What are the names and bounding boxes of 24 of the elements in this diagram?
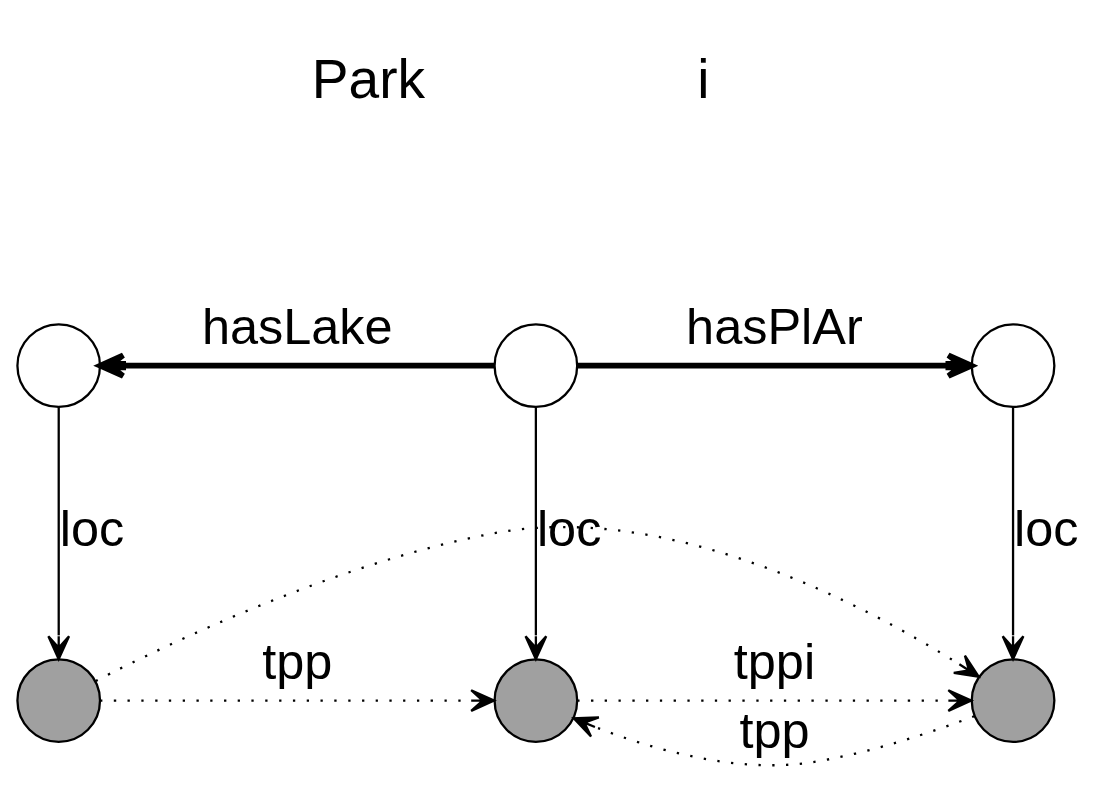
edge-label: hasPlAr	[686, 297, 863, 355]
arrow	[577, 688, 973, 712]
edge-label: tpp	[739, 701, 810, 759]
node-circle	[493, 322, 579, 408]
edge-label: loc	[1014, 499, 1079, 557]
arrow	[577, 351, 975, 379]
arrow	[100, 688, 496, 712]
label: Park	[311, 47, 426, 110]
arrow	[524, 406, 548, 660]
arrow	[572, 714, 975, 766]
edge-label: loc	[536, 499, 602, 557]
arrow	[95, 525, 980, 682]
edge-label: loc	[59, 499, 125, 557]
edge-label: tppi	[733, 632, 816, 690]
node-circle	[970, 322, 1056, 408]
node-circle	[970, 657, 1056, 743]
arrow	[47, 406, 71, 660]
arrow	[1001, 406, 1025, 660]
label: i	[697, 47, 710, 110]
node-circle	[16, 657, 102, 743]
edge-label: hasLake	[201, 297, 393, 355]
edge-label: tpp	[262, 632, 333, 690]
node-circle	[493, 657, 579, 743]
node-circle	[16, 322, 102, 408]
